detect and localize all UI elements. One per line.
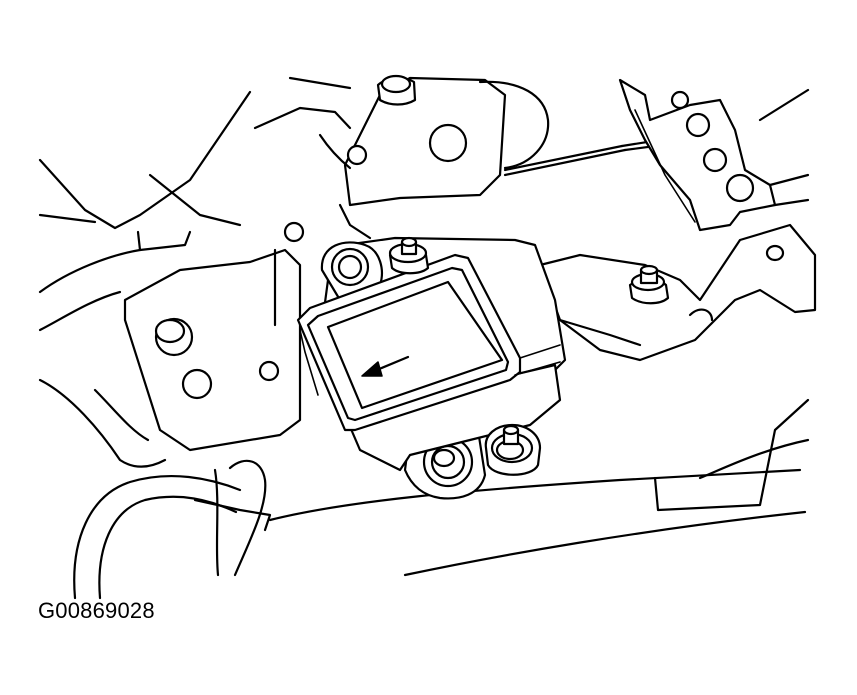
figure-code: G00869028 bbox=[38, 598, 155, 623]
sensor-unit bbox=[296, 236, 567, 500]
sensor-mounting-illustration bbox=[38, 74, 817, 600]
left-mounting-bracket bbox=[123, 248, 302, 452]
body-panel-upper-left bbox=[38, 76, 352, 252]
mounting-stud-top bbox=[388, 236, 430, 275]
mounting-nut-bottom bbox=[484, 423, 542, 476]
frame-left bbox=[38, 248, 167, 468]
control-cable bbox=[503, 138, 665, 177]
upper-column-bracket bbox=[283, 74, 550, 243]
cable-clamp-bracket bbox=[618, 78, 810, 232]
direction-arrow-icon bbox=[361, 355, 410, 377]
mounting-stud-right bbox=[628, 264, 670, 305]
hose-lower-left bbox=[73, 459, 272, 600]
right-bracket bbox=[538, 223, 817, 362]
